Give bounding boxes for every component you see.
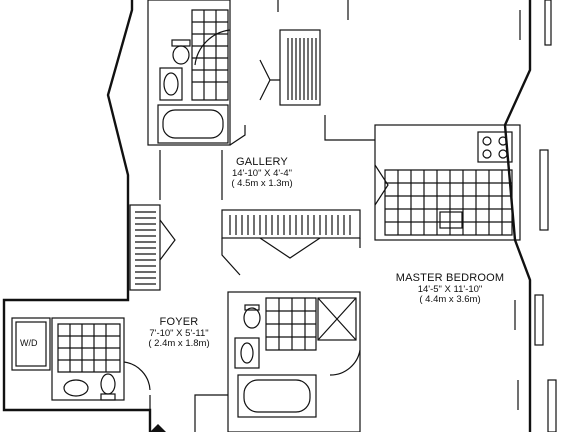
gallery-closet (221, 209, 361, 239)
corridor-wall (159, 150, 223, 200)
wd-unit (15, 321, 47, 367)
washer-dryer-label: W/D (20, 338, 38, 348)
foyer-name: FOYER (159, 316, 199, 328)
master-bath-toilet-tank (244, 304, 260, 311)
burner-2 (498, 136, 508, 146)
upper-bath-sink (163, 72, 179, 96)
wd-closet (11, 317, 51, 371)
shower-stall (317, 297, 357, 341)
upper-closet (279, 29, 321, 106)
cooktop (477, 131, 513, 163)
master-bath-tile-grid (265, 297, 317, 351)
master-bath-toilet (243, 307, 261, 329)
master-bath-vanity (234, 337, 260, 369)
window-right-bottom (547, 379, 557, 432)
upper-closet-hatch (287, 38, 317, 100)
burner-4 (498, 149, 508, 159)
exterior-wall-right (503, 0, 532, 432)
counter-sink (439, 211, 463, 229)
powder-sink (63, 379, 89, 397)
gallery-corridor-wall (229, 115, 375, 146)
burner-3 (482, 149, 492, 159)
upper-closet-door (259, 59, 280, 101)
entry-arrow-icon (150, 424, 166, 432)
powder-door (123, 361, 151, 391)
exterior-wall-left (2, 0, 152, 432)
powder-toilet (100, 373, 116, 395)
gallery-name: GALLERY (236, 156, 288, 168)
counter-door (374, 164, 389, 206)
master-bedroom-metric: ( 4.4m x 3.6m) (419, 293, 481, 305)
left-closet (129, 204, 161, 291)
shower-diagonals (317, 297, 357, 341)
window-right-mid (539, 149, 549, 231)
left-closet-hatch (135, 211, 156, 285)
left-closet-door (159, 219, 176, 261)
window-right-top (544, 0, 552, 46)
counter-tile-grid (384, 169, 513, 236)
master-bedroom-imperial: 14'-5" X 11'-10" (417, 283, 483, 295)
upper-bath-vanity (159, 67, 183, 101)
master-bedroom-name: MASTER BEDROOM (395, 272, 505, 284)
upper-bath-door-swing (194, 29, 231, 66)
gallery-closet-hatch (229, 215, 351, 235)
powder-room (51, 317, 125, 401)
powder-tile-grid (57, 323, 121, 373)
master-bath-tub-inner (243, 379, 311, 413)
upper-bath-tub (157, 104, 229, 144)
burner-1 (482, 136, 492, 146)
foyer-entry-wall (221, 238, 361, 276)
master-bath-sink (240, 342, 254, 364)
upper-bath-tub-inner (162, 109, 224, 139)
upper-bath-toilet-tank (171, 39, 191, 47)
master-bedroom-label: MASTER BEDROOM 14'-5" X 11'-10" ( 4.4m x… (380, 272, 520, 305)
powder-toilet-tank (100, 393, 116, 401)
upper-bath-toilet-bowl (172, 45, 190, 65)
gallery-closet-doors (259, 237, 321, 259)
counter-area (374, 124, 521, 241)
upper-bath-tile-grid (191, 9, 229, 101)
gallery-imperial: 14'-10" X 4'-4" (231, 167, 292, 179)
master-bath-door (329, 349, 361, 376)
window-right-low (534, 294, 544, 346)
foyer-wall (149, 394, 228, 432)
foyer-label: FOYER 7'-10" X 5'-11" ( 2.4m x 1.8m) (135, 316, 223, 349)
foyer-metric: ( 2.4m x 1.8m) (148, 337, 210, 349)
gallery-label: GALLERY 14'-10" X 4'-4" ( 4.5m x 1.3m) (222, 156, 302, 189)
gallery-metric: ( 4.5m x 1.3m) (231, 177, 293, 189)
foyer-imperial: 7'-10" X 5'-11" (149, 327, 209, 339)
upper-bathroom (147, 0, 231, 146)
master-bath-tub (237, 374, 317, 418)
master-bath (227, 291, 361, 432)
